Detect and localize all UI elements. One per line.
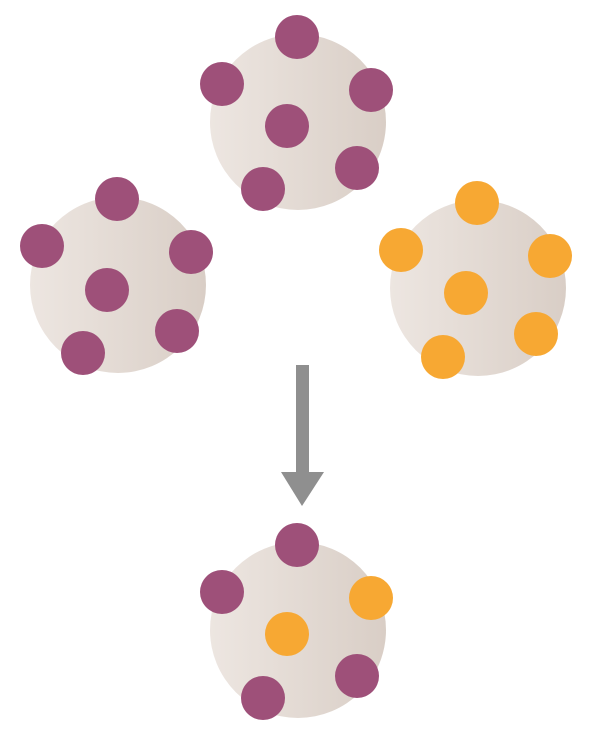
orange-dot [528, 234, 572, 278]
cluster-right [379, 181, 572, 379]
cluster-result [200, 523, 393, 720]
purple-dot [95, 177, 139, 221]
orange-dot [444, 271, 488, 315]
purple-dot [85, 268, 129, 312]
purple-dot [200, 570, 244, 614]
orange-dot [349, 576, 393, 620]
orange-dot [421, 335, 465, 379]
arrow-head [281, 472, 324, 506]
orange-dot [265, 612, 309, 656]
down-arrow [281, 365, 324, 506]
purple-dot [265, 104, 309, 148]
purple-dot [169, 230, 213, 274]
purple-dot [200, 62, 244, 106]
orange-dot [455, 181, 499, 225]
purple-dot [335, 146, 379, 190]
orange-dot [379, 228, 423, 272]
purple-dot [61, 331, 105, 375]
purple-dot [241, 167, 285, 211]
purple-dot [335, 654, 379, 698]
arrow-shaft [296, 365, 309, 475]
purple-dot [349, 68, 393, 112]
purple-dot [241, 676, 285, 720]
purple-dot [155, 309, 199, 353]
cluster-left [20, 177, 213, 375]
purple-dot [20, 224, 64, 268]
orange-dot [514, 312, 558, 356]
purple-dot [275, 15, 319, 59]
cluster-top [200, 15, 393, 211]
purple-dot [275, 523, 319, 567]
